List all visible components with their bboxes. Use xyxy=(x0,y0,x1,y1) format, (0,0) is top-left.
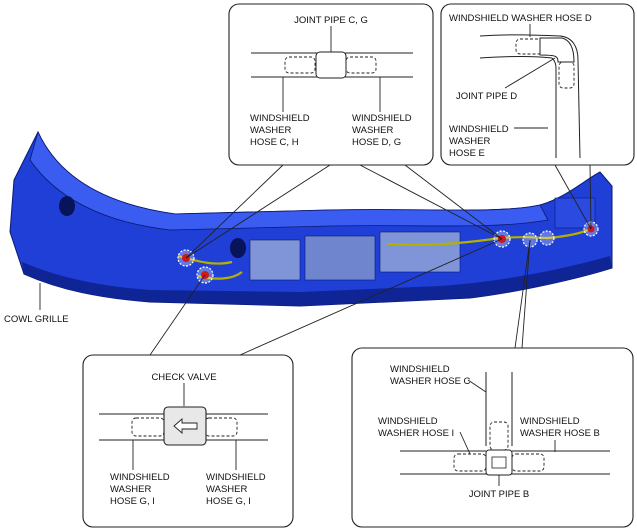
cowl-screen-right xyxy=(379,231,461,273)
leader-left xyxy=(459,431,471,455)
cv-hose-left-l2: WASHER xyxy=(110,484,151,495)
joint-pipe-body xyxy=(315,51,347,79)
hose-e-l2: WASHER xyxy=(449,136,490,147)
joint-d-elbow xyxy=(539,37,575,63)
leader-joint xyxy=(504,57,556,89)
cowl-screen-left xyxy=(249,239,301,281)
leader-top xyxy=(467,379,487,393)
cowl-hole-mid xyxy=(230,238,246,258)
joint-pipe-end-left xyxy=(284,56,316,74)
callout-check-valve: CHECK VALVE WINDSHIELD WASHER HOSE G, I … xyxy=(82,354,294,528)
joint-d-label: JOINT PIPE D xyxy=(456,91,517,102)
hose-right-l1: WINDSHIELD xyxy=(352,113,412,124)
jb-hose-right-l1: WINDSHIELD xyxy=(520,416,580,427)
callout-joint-pipe-b: WINDSHIELD WASHER HOSE C WINDSHIELD WASH… xyxy=(351,347,634,528)
callout-joint-pipe-d: WINDSHIELD WASHER HOSE D JOINT PIPE D WI… xyxy=(440,3,635,166)
cowl-grille-label: COWL GRILLE xyxy=(4,314,69,325)
hose-e-l1: WINDSHIELD xyxy=(449,124,509,135)
hose-d-top-edge xyxy=(479,34,561,37)
flow-arrow-icon xyxy=(173,418,198,434)
joint-b-label: JOINT PIPE B xyxy=(469,489,530,500)
hose-left-l2: WASHER xyxy=(250,125,291,136)
joint-c-g-title: JOINT PIPE C, G xyxy=(294,15,368,26)
jb-hose-top-l1: WINDSHIELD xyxy=(390,364,450,375)
joint-pipe-end-right xyxy=(345,56,377,74)
cowl-grille-assembly xyxy=(9,130,613,307)
jb-hose-left-l2: WASHER HOSE I xyxy=(378,428,454,439)
hose-right-l3: HOSE D, G xyxy=(352,137,401,148)
callout-frame xyxy=(228,3,434,166)
hose-e-l3: HOSE E xyxy=(449,148,485,159)
callout-frame xyxy=(351,347,634,528)
jb-hose-left-l1: WINDSHIELD xyxy=(378,416,438,427)
hose-left-l3: HOSE C, H xyxy=(250,137,299,148)
hose-e-outer-edge xyxy=(559,35,581,159)
cowl-screen-center xyxy=(304,235,376,281)
joint-d-end-bottom xyxy=(558,61,575,89)
leader-lines xyxy=(39,164,592,356)
cv-hose-right-l1: WINDSHIELD xyxy=(206,472,266,483)
callout-joint-pipe-c-g: JOINT PIPE C, G WINDSHIELD WASHER HOSE C… xyxy=(228,3,434,166)
hose-right-l2: WASHER xyxy=(352,125,393,136)
check-valve-title: CHECK VALVE xyxy=(151,372,216,383)
marker-check-valve-right xyxy=(539,230,555,246)
cv-hose-left-l3: HOSE G, I xyxy=(110,496,155,507)
hose-d-bottom-edge xyxy=(479,56,553,59)
cv-hose-right-l2: WASHER xyxy=(206,484,247,495)
callout-frame xyxy=(440,3,635,166)
cowl-hole-left xyxy=(59,196,75,216)
hose-left-l1: WINDSHIELD xyxy=(250,113,310,124)
cv-hose-left-l1: WINDSHIELD xyxy=(110,472,170,483)
cv-hose-right-l3: HOSE G, I xyxy=(206,496,251,507)
joint-b-end-right xyxy=(511,453,545,472)
cowl-upper-lip xyxy=(29,130,549,231)
jb-hose-top-l2: WASHER HOSE C xyxy=(390,376,471,387)
cowl-lower-shadow xyxy=(22,256,612,306)
jb-hose-right-l2: WASHER HOSE B xyxy=(520,428,600,439)
joint-b-tee xyxy=(491,456,507,469)
joint-d-hose-top: WINDSHIELD WASHER HOSE D xyxy=(449,13,592,24)
